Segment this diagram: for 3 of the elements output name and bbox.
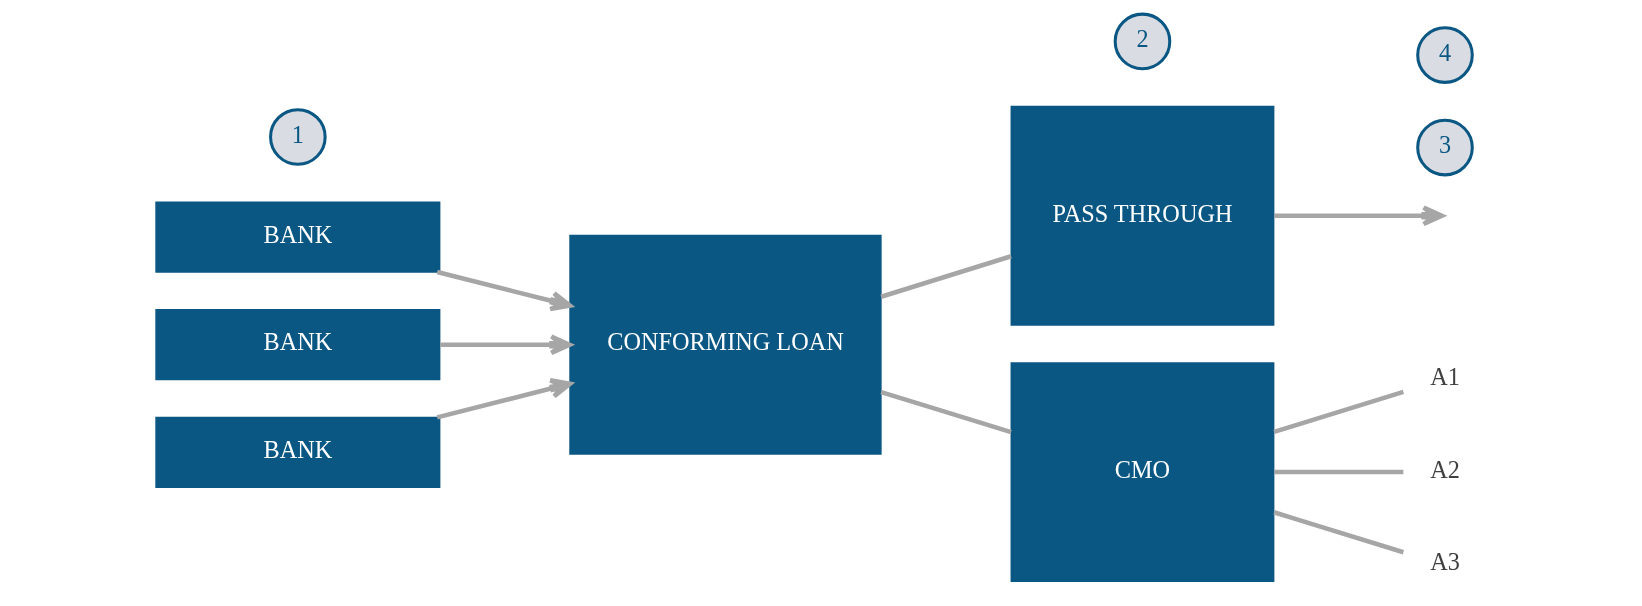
node-text: A3 [1430,548,1460,576]
node-text: A1 [1430,363,1460,391]
node-text: A2 [1430,455,1460,483]
